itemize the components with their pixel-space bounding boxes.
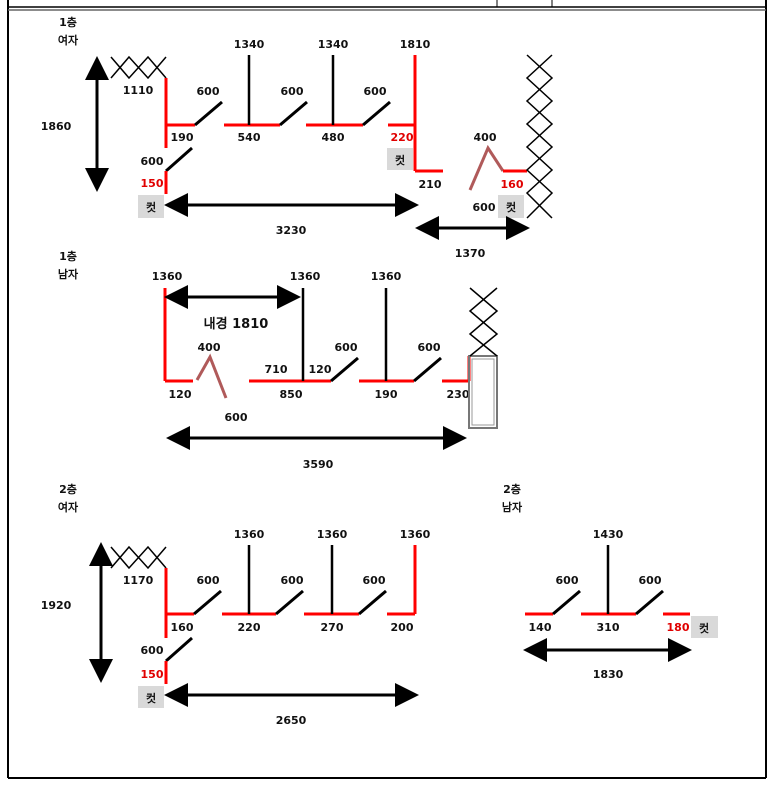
- door-width-label: 600: [556, 574, 579, 587]
- door-width-label: 400: [474, 131, 497, 144]
- segment-label: 480: [322, 131, 345, 144]
- segment-label: 140: [529, 621, 552, 634]
- segment-label: 270: [321, 621, 344, 634]
- cut-badge-label: 컷: [699, 621, 709, 635]
- segment-label: 120: [169, 388, 192, 401]
- floor2-men-plan: 2층 남자 600 140 1430 310 600 180 컷 1830: [502, 482, 718, 681]
- cut-segment-label: 160: [501, 178, 524, 191]
- left-gap-label: 1170: [123, 574, 154, 587]
- gender-label: 남자: [502, 500, 523, 514]
- door-width-label: 600: [364, 85, 387, 98]
- door-width-label: 600: [363, 574, 386, 587]
- cut-badge: [691, 616, 718, 638]
- floor1-women-plan: 1층 여자 1860 1110 600 190 1340 600 540 134…: [41, 15, 554, 260]
- cut-segment-label: 150: [141, 668, 164, 681]
- door-width-label: 600: [141, 644, 164, 657]
- height-dimension: 1920: [41, 599, 72, 612]
- cut-badge-label: 컷: [506, 200, 516, 214]
- floor-label: 2층: [59, 482, 77, 496]
- cut-badge-label: 컷: [146, 691, 156, 705]
- door-width-label: 600: [197, 574, 220, 587]
- cut-segment-label: 220: [391, 131, 414, 144]
- pillar-box: [468, 355, 498, 429]
- inner-dimension-label: 내경 1810: [204, 316, 269, 332]
- floor1-men-plan: 1층 남자 1360 120 내경 1810 400 600 1360 710 …: [58, 249, 499, 471]
- segment-label: 220: [238, 621, 261, 634]
- door-swing-alt: [468, 144, 505, 191]
- cut-segment-label: 150: [141, 177, 164, 190]
- width-dimension: 3590: [303, 458, 334, 471]
- floor-label: 2층: [503, 482, 521, 496]
- width-dimension: 3230: [276, 224, 307, 237]
- cut-badge-label: 컷: [395, 153, 405, 167]
- left-gap-label: 1110: [123, 84, 154, 97]
- partition-height-label: 1360: [317, 528, 348, 541]
- floor2-women-plan: 2층 여자 1920 1170 600 160 1360 600 220 136…: [41, 482, 431, 727]
- door-width-label: 400: [198, 341, 221, 354]
- segment-label: 190: [171, 131, 194, 144]
- partition-height-label: 1360: [234, 528, 265, 541]
- segment-label: 310: [597, 621, 620, 634]
- partition-height-label: 1810: [400, 38, 431, 51]
- gender-label: 여자: [58, 500, 79, 514]
- segment-label: 120: [309, 363, 332, 376]
- partition-height-label: 1360: [371, 270, 402, 283]
- partition-height-label: 1360: [152, 270, 183, 283]
- segment-label: 190: [375, 388, 398, 401]
- floor-label: 1층: [59, 15, 77, 29]
- door-width-label: 600: [281, 574, 304, 587]
- segment-label: 710: [265, 363, 288, 376]
- partition-height-label: 1360: [290, 270, 321, 283]
- cut-badge: [498, 195, 524, 218]
- width-dimension: 1370: [455, 247, 486, 260]
- segment-label: 210: [419, 178, 442, 191]
- cut-segment-label: 180: [667, 621, 690, 634]
- floor-label: 1층: [59, 249, 77, 263]
- segment-label: 230: [447, 388, 470, 401]
- gender-label: 여자: [58, 33, 79, 47]
- partition-height-label: 1340: [234, 38, 265, 51]
- segment-label: 540: [238, 131, 261, 144]
- door-swing: [194, 100, 223, 127]
- door-width-label: 600: [141, 155, 164, 168]
- door-width-label: 600: [473, 201, 496, 214]
- cut-badge: [138, 686, 164, 708]
- segment-label: 200: [391, 621, 414, 634]
- width-dimension: 1830: [593, 668, 624, 681]
- cut-badge: [387, 148, 413, 170]
- page-frame: [7, 0, 767, 779]
- segment-label: 850: [280, 388, 303, 401]
- door-width-label: 600: [418, 341, 441, 354]
- door-width-label: 600: [639, 574, 662, 587]
- door-width-label: 600: [335, 341, 358, 354]
- height-dimension: 1860: [41, 120, 72, 133]
- cut-badge-label: 컷: [146, 200, 156, 214]
- partition-height-label: 1430: [593, 528, 624, 541]
- width-dimension: 2650: [276, 714, 307, 727]
- door-width-label: 600: [225, 411, 248, 424]
- door-swing-alt: [195, 353, 228, 399]
- cut-badge: [138, 195, 164, 218]
- gender-label: 남자: [58, 267, 79, 281]
- door-width-label: 600: [197, 85, 220, 98]
- door-width-label: 600: [281, 85, 304, 98]
- partition-height-label: 1360: [400, 528, 431, 541]
- partition-height-label: 1340: [318, 38, 349, 51]
- segment-label: 160: [171, 621, 194, 634]
